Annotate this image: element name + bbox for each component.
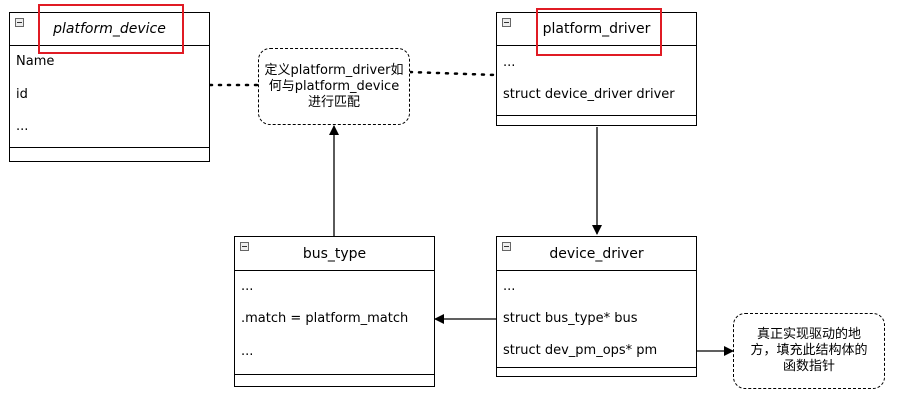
note-implementation[interactable]: 真正实现驱动的地 方，填充此结构体的 函数指针 xyxy=(733,313,885,389)
collapse-toggle-icon[interactable] xyxy=(502,18,511,27)
class-footer xyxy=(10,147,209,148)
attribute-name: Name xyxy=(16,54,55,69)
class-title: device_driver xyxy=(549,246,644,262)
class-device-driver[interactable]: device_driver ... struct bus_type* bus s… xyxy=(496,236,697,377)
class-footer xyxy=(235,374,434,375)
note-line: 真正实现驱动的地 xyxy=(756,327,861,342)
note-line: 进行匹配 xyxy=(307,94,360,110)
highlight-box-platform-driver xyxy=(536,8,662,56)
class-title: bus_type xyxy=(302,246,367,262)
collapse-toggle-icon[interactable] xyxy=(240,242,249,251)
class-platform-device[interactable]: platform_device Name id ... xyxy=(9,12,210,162)
collapse-toggle-icon[interactable] xyxy=(502,242,511,251)
class-header: platform_device xyxy=(10,13,209,46)
attribute-pm: struct dev_pm_ops* pm xyxy=(503,343,658,358)
class-platform-driver[interactable]: platform_driver ... struct device_driver… xyxy=(496,12,697,126)
attribute-ellipsis: ... xyxy=(16,119,29,134)
attribute-match: .match = platform_match xyxy=(241,311,409,326)
attribute-ellipsis: ... xyxy=(241,344,254,359)
class-header: device_driver xyxy=(497,237,696,271)
note-line: 方，填充此结构体的 xyxy=(750,343,868,358)
attribute-device-driver: struct device_driver driver xyxy=(503,87,675,102)
class-bus-type[interactable]: bus_type ... .match = platform_match ... xyxy=(234,236,435,387)
note-line: 函数指针 xyxy=(782,359,835,374)
highlight-box-platform-device xyxy=(38,4,184,54)
class-title: platform_driver xyxy=(542,21,651,37)
dotted-link-note-driver xyxy=(408,70,498,77)
class-header: platform_driver xyxy=(497,13,696,46)
attribute-bus: struct bus_type* bus xyxy=(503,311,638,326)
attribute-ellipsis: ... xyxy=(503,279,516,294)
class-footer xyxy=(497,367,696,368)
attribute-ellipsis: ... xyxy=(241,279,254,294)
attribute-id: id xyxy=(16,87,28,102)
note-match[interactable]: 定义platform_driver如 何与platform_device 进行匹… xyxy=(258,48,410,125)
note-line: 何与platform_device xyxy=(268,78,400,94)
collapse-toggle-icon[interactable] xyxy=(15,18,24,27)
class-footer xyxy=(497,115,696,116)
class-header: bus_type xyxy=(235,237,434,271)
attribute-ellipsis: ... xyxy=(503,55,516,70)
class-title: platform_device xyxy=(53,21,166,37)
note-line: 定义platform_driver如 xyxy=(264,62,404,78)
